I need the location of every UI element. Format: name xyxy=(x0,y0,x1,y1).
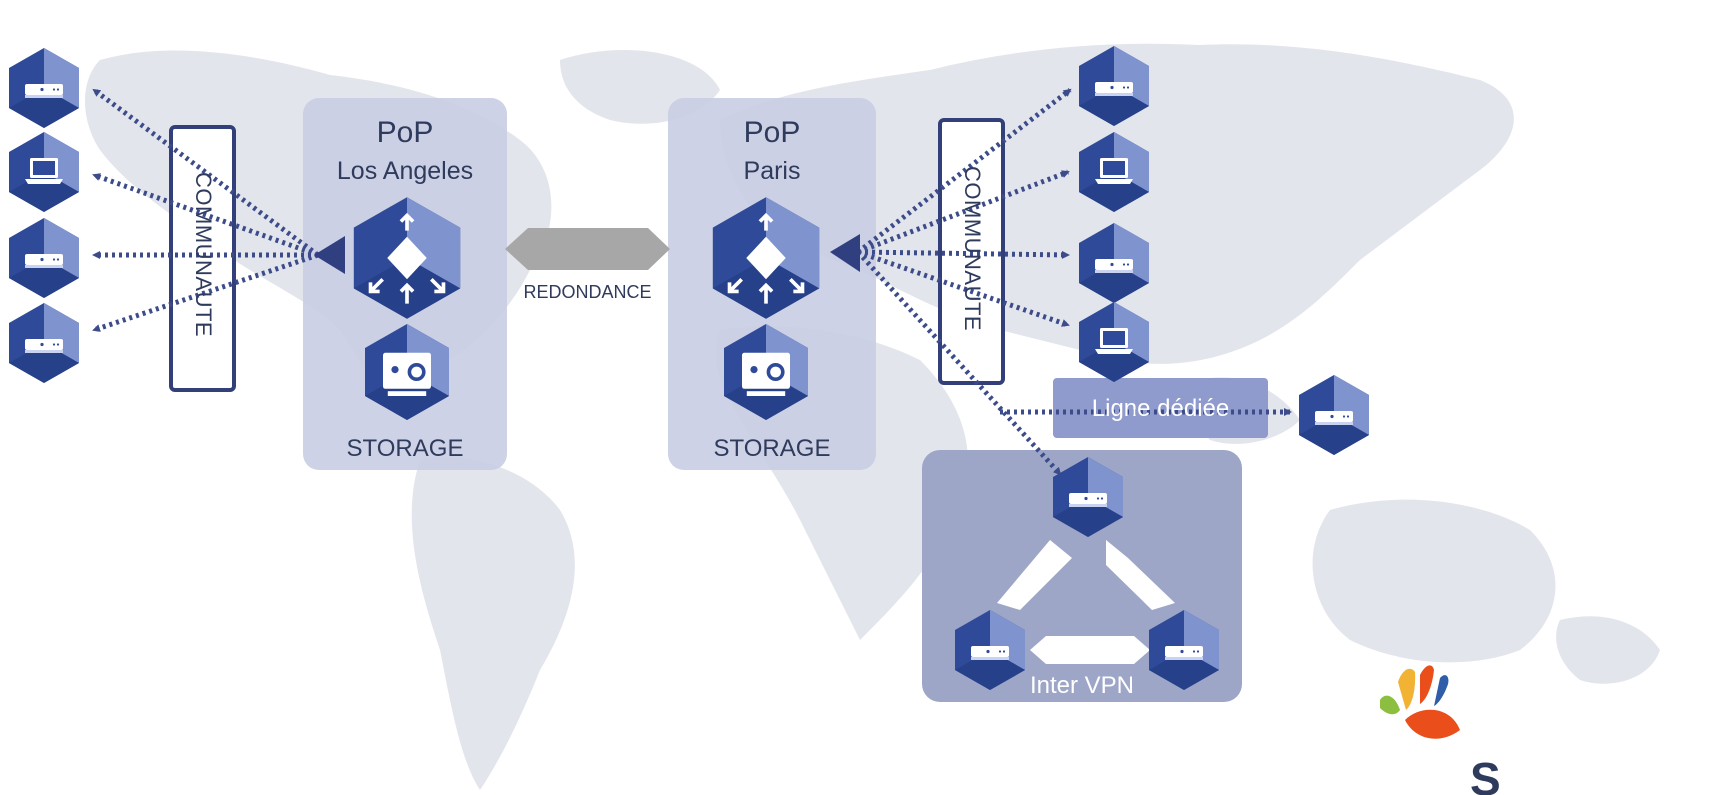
communaute-left-frame xyxy=(169,125,236,392)
pop-city-los-angeles: Los Angeles xyxy=(336,157,474,185)
ligne-dediee-label: Ligne dédiée xyxy=(1091,395,1230,422)
vpn-link-right xyxy=(1106,540,1175,610)
pop-title-los-angeles: PoP xyxy=(376,116,434,149)
settop-box-icon xyxy=(9,48,79,128)
company-logo: S xyxy=(1380,665,1501,795)
pop-title-paris: PoP xyxy=(743,116,801,149)
storage-label-los-angeles: STORAGE xyxy=(346,435,464,462)
settop-box-icon xyxy=(1299,375,1369,455)
router-hub-icon xyxy=(712,197,820,319)
right-community-arrows xyxy=(856,88,1292,476)
storage-vault-icon xyxy=(724,324,808,420)
svg-text:S: S xyxy=(1470,753,1501,795)
communaute-right-label: COMMUNAUTE xyxy=(960,166,985,332)
left-community-arrows xyxy=(92,87,320,333)
communaute-left-label: COMMUNAUTE xyxy=(191,172,216,338)
settop-box-icon xyxy=(9,218,79,298)
left-pop-arrow-head xyxy=(314,236,345,274)
settop-box-icon xyxy=(9,303,79,383)
storage-vault-icon xyxy=(365,324,449,420)
ligne-dediee-box xyxy=(1053,378,1268,438)
redondance-arrow xyxy=(505,228,670,270)
redondance-label: REDONDANCE xyxy=(523,282,652,302)
vpn-link-bottom xyxy=(1030,636,1150,664)
inter-vpn-label: Inter VPN xyxy=(1029,672,1135,699)
storage-label-paris: STORAGE xyxy=(713,435,831,462)
router-hub-icon xyxy=(353,197,461,319)
right-pop-arrow-head xyxy=(830,234,860,272)
laptop-icon xyxy=(9,132,79,212)
pop-city-paris: Paris xyxy=(743,157,801,185)
vpn-link-left xyxy=(997,540,1072,610)
